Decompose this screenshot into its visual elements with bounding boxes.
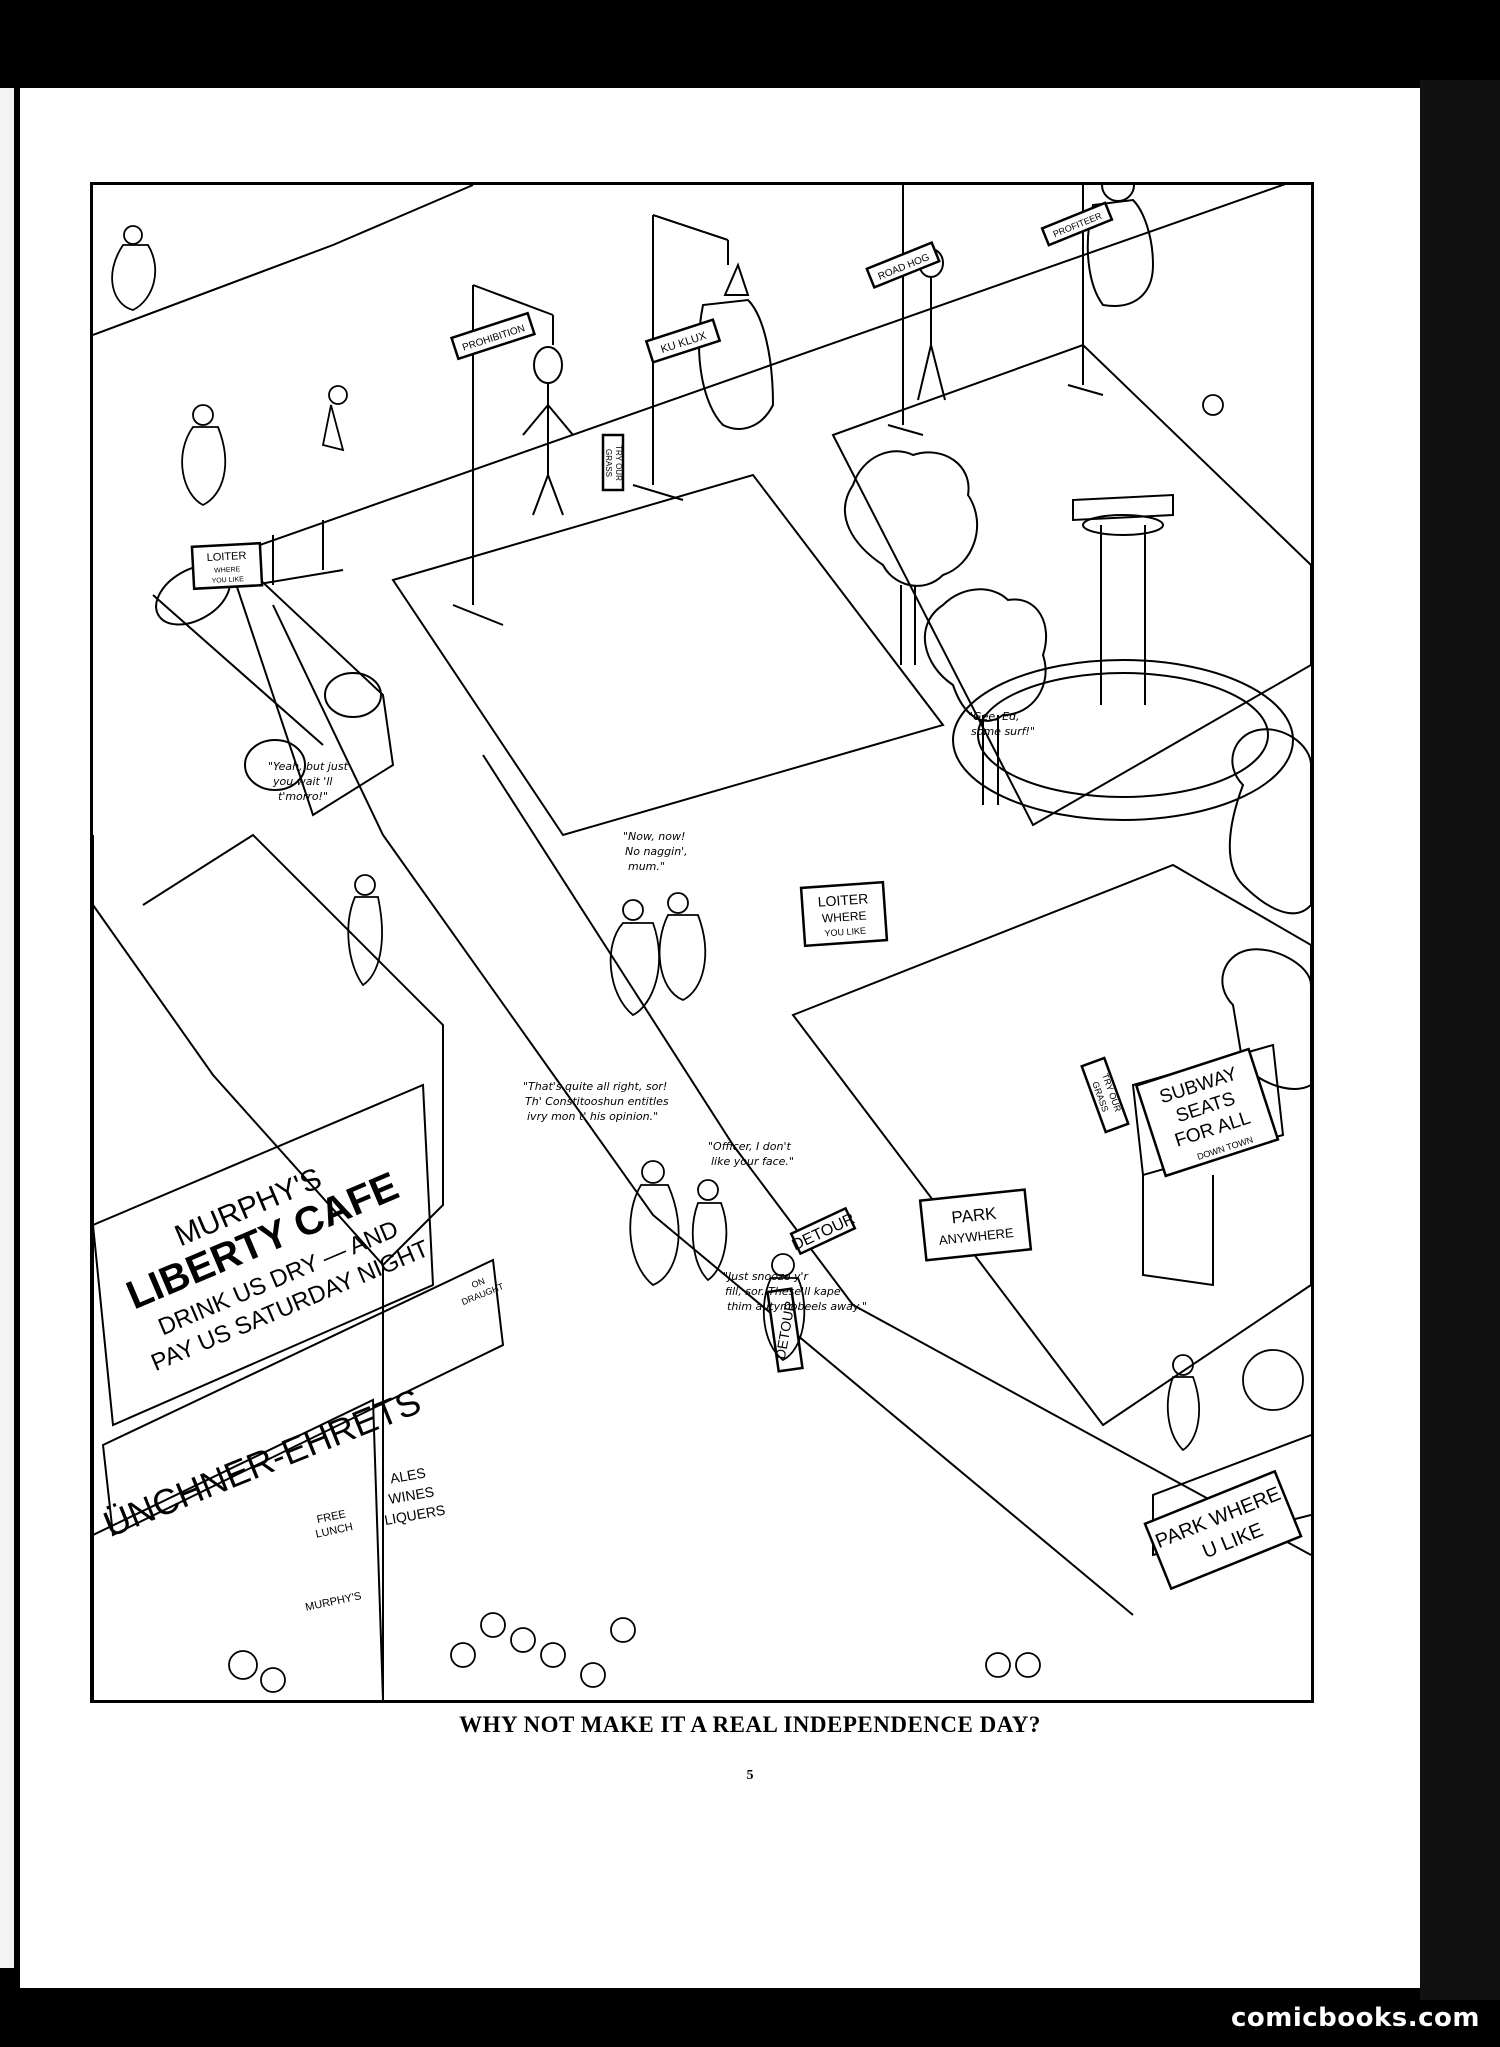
- speech-thats-quite-line3: ivry mon t' his opinion.": [527, 1110, 658, 1123]
- page-number: 5: [746, 1768, 754, 1783]
- watermark: comicbooks.com: [1230, 2003, 1480, 2033]
- speech-thats-quite-line1: "That's quite all right, sor!: [523, 1080, 667, 1093]
- speech-gee-line1: "Gee, Ed,: [968, 710, 1020, 723]
- page-caption: WHY NOT MAKE IT A REAL INDEPENDENCE DAY?: [459, 1712, 1041, 1737]
- cartoon-illustration: PROHIBITION KU KLUX ROAD HOG PROFITEER L…: [90, 182, 1314, 1703]
- speech-snooze-line2: fill, sor. These'll kape: [725, 1285, 841, 1298]
- sign-loiter-2-line1: LOITER: [817, 890, 869, 909]
- sign-free-lunch-line1: FREE: [316, 1508, 347, 1526]
- sign-loiter-2-line3: YOU LIKE: [824, 926, 866, 939]
- sign-on-draught-line1: ON: [470, 1276, 486, 1290]
- sign-loiter-1-line2: WHERE: [214, 566, 241, 574]
- sign-loiter-1-line3: YOU LIKE: [211, 576, 244, 585]
- sign-loiter-1-line1: LOITER: [206, 550, 246, 564]
- speech-snooze-line3: thim autymobeels away.": [727, 1300, 867, 1313]
- speech-thats-quite-line2: Th' Constitooshun entitles: [525, 1095, 669, 1108]
- speech-gee-line2: some surf!": [971, 725, 1035, 738]
- sign-park-anywhere-line1: PARK: [951, 1204, 998, 1228]
- speech-yeah-line1: "Yeah, but just: [268, 760, 349, 773]
- speech-now-now-line1: "Now, now!: [623, 830, 685, 843]
- speech-officer-line1: "Officer, I don't: [708, 1140, 791, 1153]
- scan-shadow: [1420, 80, 1500, 2000]
- previous-page-edge: [0, 88, 14, 1968]
- sign-loiter-2-line2: WHERE: [821, 908, 867, 925]
- speech-yeah-line3: t'morro!": [278, 790, 328, 803]
- speech-yeah-line2: you wait 'll: [272, 775, 332, 788]
- cartoon-svg: PROHIBITION KU KLUX ROAD HOG PROFITEER L…: [93, 185, 1311, 1700]
- speech-now-now-line3: mum.": [628, 860, 665, 873]
- sign-murphys-small: MURPHY'S: [304, 1590, 362, 1614]
- speech-snooze-line1: "Just snooze y'r: [723, 1270, 810, 1283]
- sign-try-grass-1-line1: TRY OUR: [614, 445, 623, 481]
- sign-try-grass-1-line2: GRASS: [604, 449, 613, 477]
- sign-ales-line2: WINES: [387, 1483, 435, 1507]
- sign-ales-line1: ALES: [389, 1464, 427, 1486]
- speech-officer-line2: like your face.": [711, 1155, 794, 1168]
- speech-now-now-line2: No naggin',: [625, 845, 688, 858]
